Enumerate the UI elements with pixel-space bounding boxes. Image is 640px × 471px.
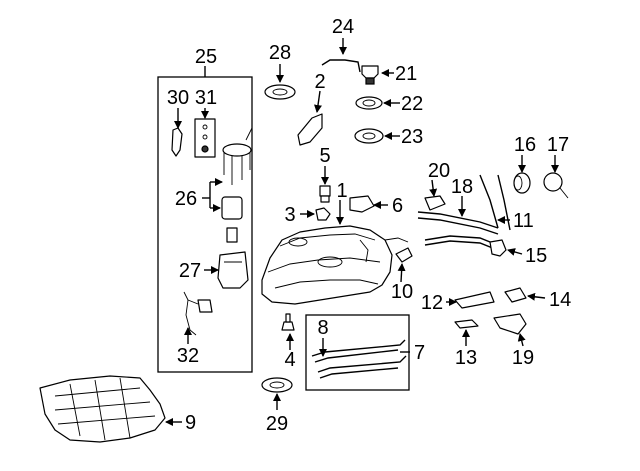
tank-strap-icon [311,339,407,379]
callout-27: 27 [179,260,201,282]
callout-13: 13 [455,347,477,369]
skid-plate-icon [39,375,166,443]
callout-28: 28 [269,42,291,64]
callout-17: 17 [547,134,569,156]
callout-11: 11 [513,210,534,232]
callout-16: 16 [514,134,536,156]
callout-14: 14 [549,289,571,311]
hose-24-icon [321,59,361,73]
callout-15: 15 [525,245,547,267]
filler-pipe-icon [417,174,511,252]
grommet-29-icon [261,377,293,393]
callout-18: 18 [451,176,473,198]
callout-22: 22 [401,93,423,115]
callout-24: 24 [332,16,354,38]
fuel-tank-icon [261,225,409,305]
ring-23-icon [354,128,384,144]
bracket-12-icon [454,291,495,309]
callout-21: 21 [395,63,417,85]
callout-30: 30 [167,87,189,109]
bracket-19-icon [493,313,527,335]
callout-7: 7 [414,342,425,364]
grommet-28-icon [264,84,296,100]
callout-19: 19 [512,347,534,369]
clamp-15-icon [489,239,507,257]
nut-3-icon [315,207,331,221]
callout-10: 10 [391,281,413,303]
callout-12: 12 [421,292,443,314]
bolt-4-icon [281,313,295,331]
callout-3: 3 [284,204,295,226]
fuel-pump-assembly-icon [171,118,253,336]
callout-26: 26 [175,188,197,210]
callout-29: 29 [266,413,288,435]
callout-20: 20 [428,160,450,182]
callout-4: 4 [284,349,295,371]
bracket-20-icon [424,195,446,211]
bracket-14-icon [504,287,527,303]
hose-10-icon [395,247,413,263]
leader-lines [165,38,559,426]
fuel-cap-icon [513,172,531,194]
callout-23: 23 [401,126,423,148]
callout-9: 9 [185,412,196,434]
callout-6: 6 [392,195,403,217]
gasket-22-icon [355,96,383,110]
callout-25: 25 [195,46,217,68]
valve-21-icon [361,65,379,85]
callout-31: 31 [195,87,217,109]
cap-17-icon [543,172,569,199]
callout-1: 1 [336,180,347,202]
bracket-6-icon [349,195,375,213]
bolt-5-icon [319,185,331,203]
bracket-2-icon [297,113,323,146]
callout-5: 5 [319,145,330,167]
callout-8: 8 [317,317,328,339]
callout-32: 32 [177,345,199,367]
bracket-13-icon [454,319,479,329]
callout-2: 2 [314,71,325,93]
